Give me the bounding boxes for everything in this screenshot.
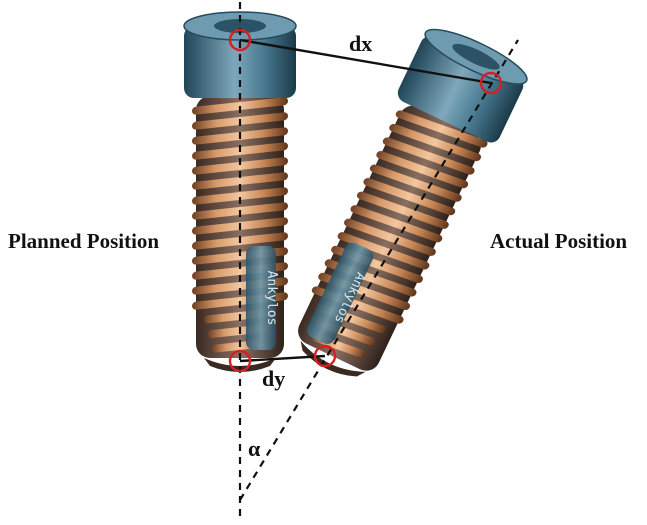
reference-point-marker xyxy=(228,349,252,373)
implant-thread-ring xyxy=(192,187,288,205)
dy-segment xyxy=(239,354,326,363)
implant-thread-ring xyxy=(350,205,443,243)
implant-thread-ring xyxy=(344,218,436,256)
dy-label: dy xyxy=(262,366,285,391)
implant-thread-ring xyxy=(192,172,288,190)
implant-engraving: Ankylos xyxy=(264,271,279,326)
implant-hex-socket xyxy=(214,19,266,33)
implant-thread-ring xyxy=(389,123,482,162)
reference-point-marker xyxy=(313,344,337,368)
actual-position-label: Actual Position xyxy=(490,229,627,253)
implant-thread-ring xyxy=(356,191,449,229)
implant-threads xyxy=(298,105,488,377)
actual-implant: Ankylos xyxy=(298,28,528,377)
implant-thread-ring xyxy=(395,110,488,148)
actual-axis-line xyxy=(239,39,519,501)
implant-thread-ring xyxy=(376,150,469,189)
dx-label: dx xyxy=(349,31,372,56)
dx-segment xyxy=(239,38,492,85)
implant-apex xyxy=(300,340,366,377)
implant-apex xyxy=(204,358,276,372)
implant-hex-socket xyxy=(452,43,500,70)
implant-label-plate xyxy=(246,246,276,350)
implant-label-plate xyxy=(306,242,374,344)
implant-threads xyxy=(192,96,288,372)
reference-point-marker xyxy=(228,28,252,52)
implant-thread-ring xyxy=(337,232,430,270)
implant-thread-ring xyxy=(363,178,456,216)
implant-thread-ring xyxy=(382,137,475,175)
angle-alpha-label: α xyxy=(248,436,261,461)
planned-position-label: Planned Position xyxy=(8,229,159,253)
implant-collar xyxy=(397,35,524,143)
reference-point-marker xyxy=(479,71,503,95)
implant-thread-ring xyxy=(192,157,288,175)
implant-thread-ring xyxy=(369,164,462,202)
